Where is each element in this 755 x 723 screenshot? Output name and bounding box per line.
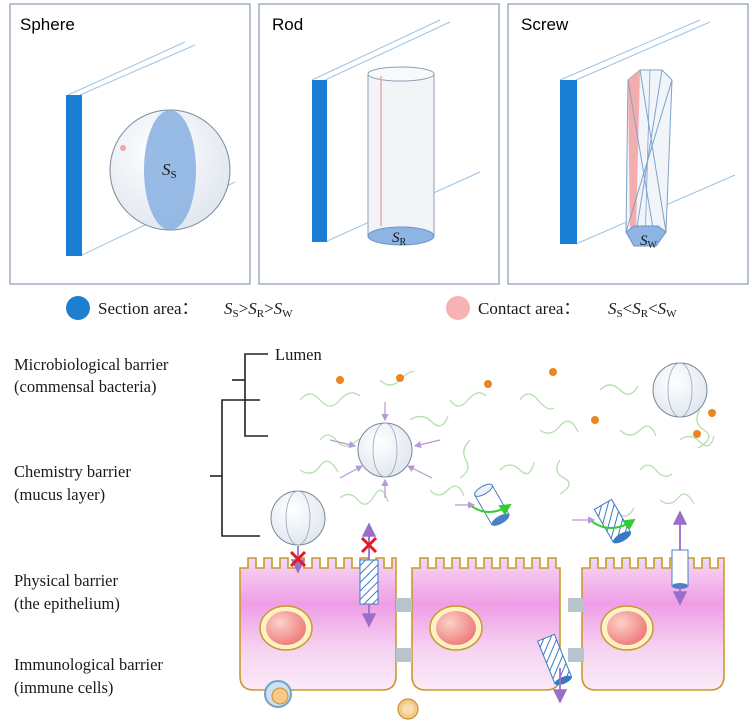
legend-section-label: Section area： [98,299,199,318]
panel-title-sphere: Sphere [20,15,75,34]
immune-cells [264,680,419,720]
legend-contact-swatch [446,296,470,320]
wall-sphere [66,41,236,257]
barrier-physical-sub: (the epithelium) [14,594,120,613]
section-label-screw: SW [640,233,658,251]
sphere-particle: SS [109,109,231,231]
block-mark-sphere [289,550,307,568]
screw-crossing-2 [537,633,573,704]
legend-contact-formula: SS<SR<SW [608,299,677,320]
rod-mucus [455,483,512,526]
rod-crossing [671,510,689,606]
barrier-immunological-sub: (immune cells) [14,678,113,697]
screw-crossing-1 [359,522,379,628]
barrier-brackets [210,353,268,537]
barrier-chemistry: Chemistry barrier [14,462,131,481]
immune-cell-2 [397,698,419,720]
epithelial-cell-1 [239,557,397,691]
epithelial-cell-3 [581,557,725,691]
sphere-blocked [270,490,326,574]
section-label-rod: SR [392,230,407,248]
screw-particle: SW [625,69,673,251]
contact-point [120,145,126,151]
barrier-immunological: Immunological barrier [14,655,163,674]
barrier-chemistry-sub: (mucus layer) [14,485,105,504]
panel-title-screw: Screw [521,15,569,34]
panel-sphere: Sphere SS [9,3,251,285]
tight-junctions [396,598,584,662]
barrier-physical: Physical barrier [14,571,119,590]
legend-section-swatch [66,296,90,320]
barrier-microbiological: Microbiological barrier [14,355,169,374]
contact-face [628,70,640,232]
block-mark-rod [360,536,378,554]
panel-screw: Screw SW [507,3,749,285]
legend-section-formula: SS>SR>SW [224,299,293,320]
section-label-sphere: SS [162,160,177,181]
sphere-mucus [329,402,441,498]
barrier-labels: Microbiological barrier (commensal bacte… [14,345,322,697]
legend-contact-label: Contact area： [478,299,580,318]
epithelium [239,557,725,691]
panel-rod: Rod SR [258,3,500,285]
screw-mucus [572,498,636,544]
barrier-microbiological-sub: (commensal bacteria) [14,377,156,396]
immune-cell-1 [264,680,292,708]
lumen-label: Lumen [275,345,322,364]
epithelial-cell-2 [411,557,561,691]
rod-particle: SR [367,66,435,248]
legend-contact-area: Contact area： SS<SR<SW [446,296,677,320]
legend-section-area: Section area： SS>SR>SW [66,296,293,320]
panel-title-rod: Rod [272,15,303,34]
sphere-lumen [652,362,708,418]
